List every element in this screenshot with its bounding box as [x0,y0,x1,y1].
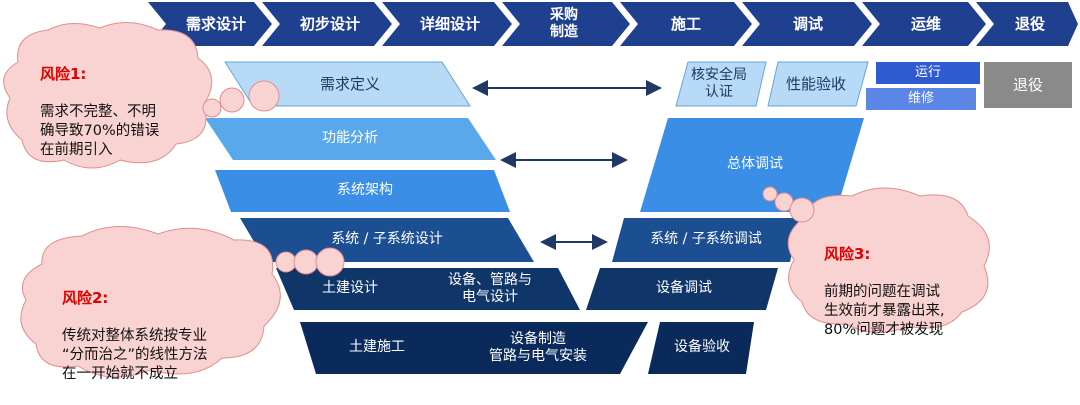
right-stage-label-1: 核安全局 认证 [691,66,747,101]
left-stage-label-2: 功能分析 [322,130,378,147]
left-stage-label-8: 设备制造 管路与电气安装 [489,330,587,365]
right-stage-label-2: 性能验收 [785,74,846,93]
phase-label-4: 采购 制造 [550,6,578,41]
ops-run-shape [876,62,980,84]
phase-label-3: 详细设计 [419,14,480,33]
ops-retire-label: 退役 [1012,75,1043,94]
phase-chevron-8 [976,2,1078,46]
risk-2-title: 风险2: [62,288,109,307]
phase-label-2: 初步设计 [299,14,360,33]
phase-chevron-3 [382,2,512,46]
ops-run-label: 运行 [914,64,941,80]
right-stage-shape-6 [648,322,754,374]
risk-1-title: 风险1: [40,64,87,83]
risk-1-body: 需求不完整、不明 确导致70%的错误 在前期引入 [40,104,160,158]
left-stage-shape-6 [400,268,580,310]
phase-label-1: 需求设计 [185,14,246,33]
risk-2-body: 传统对整体系统按专业 “分而治之”的线性方法 在一开始就不成立 [62,328,208,382]
right-stage-label-4: 系统 / 子系统调试 [650,231,762,248]
risk-3-title: 风险3: [824,244,871,263]
right-stage-label-5: 设备调试 [656,280,712,297]
risk-note-2: 风险2: 传统对整体系统按专业 “分而治之”的线性方法 在一开始就不成立 [62,270,282,403]
phase-label-6: 调试 [792,14,823,33]
phase-label-8: 退役 [1014,14,1045,33]
left-stage-shape-8 [428,322,648,374]
risk-bubble-3-shape [762,186,990,334]
ops-maintain-shape [866,88,976,110]
left-stage-shape-5 [276,268,428,310]
left-stage-shape-4 [240,218,534,262]
right-stage-shape-1 [675,61,767,107]
phase-chevron-5 [620,2,752,46]
right-stage-label-6: 设备验收 [674,339,730,356]
risk-note-3: 风险3: 前期的问题在调试 生效前才暴露出来, 80%问题才被发现 [824,226,984,359]
left-stage-label-5: 土建设计 [322,280,378,297]
right-stage-shape-2 [767,61,869,107]
risk-bubble-2-shape [20,225,345,378]
left-stage-label-7: 土建施工 [349,339,405,356]
phase-label-5: 施工 [670,14,701,33]
right-stage-shape-3 [640,118,864,212]
left-stage-shape-7 [300,322,456,374]
left-stage-label-3: 系统架构 [337,182,393,199]
phase-chevron-4 [502,2,630,46]
right-stage-shape-4 [612,218,800,262]
ops-maintain-label: 维修 [907,90,934,106]
left-stage-label-4: 系统 / 子系统设计 [331,231,443,248]
left-stage-shape-1 [224,61,471,107]
phase-chevron-7 [862,2,986,46]
phase-chevron-2 [262,2,392,46]
phase-chevron-6 [742,2,872,46]
right-stage-label-3: 总体调试 [727,156,783,173]
risk-bubble-1-shape [3,22,280,169]
phase-label-7: 运维 [910,14,941,33]
phase-bar [148,2,1078,46]
risk-3-body: 前期的问题在调试 生效前才暴露出来, 80%问题才被发现 [824,284,945,338]
left-stage-shape-2 [205,118,496,160]
risk-note-1: 风险1: 需求不完整、不明 确导致70%的错误 在前期引入 [40,46,210,179]
left-stage-shape-3 [215,170,510,212]
left-stage-label-6: 设备、管路与 电气设计 [448,271,532,306]
ops-retire-shape [984,62,1072,108]
right-stage-shape-5 [586,268,778,310]
left-stage-label-1: 需求定义 [319,74,380,93]
